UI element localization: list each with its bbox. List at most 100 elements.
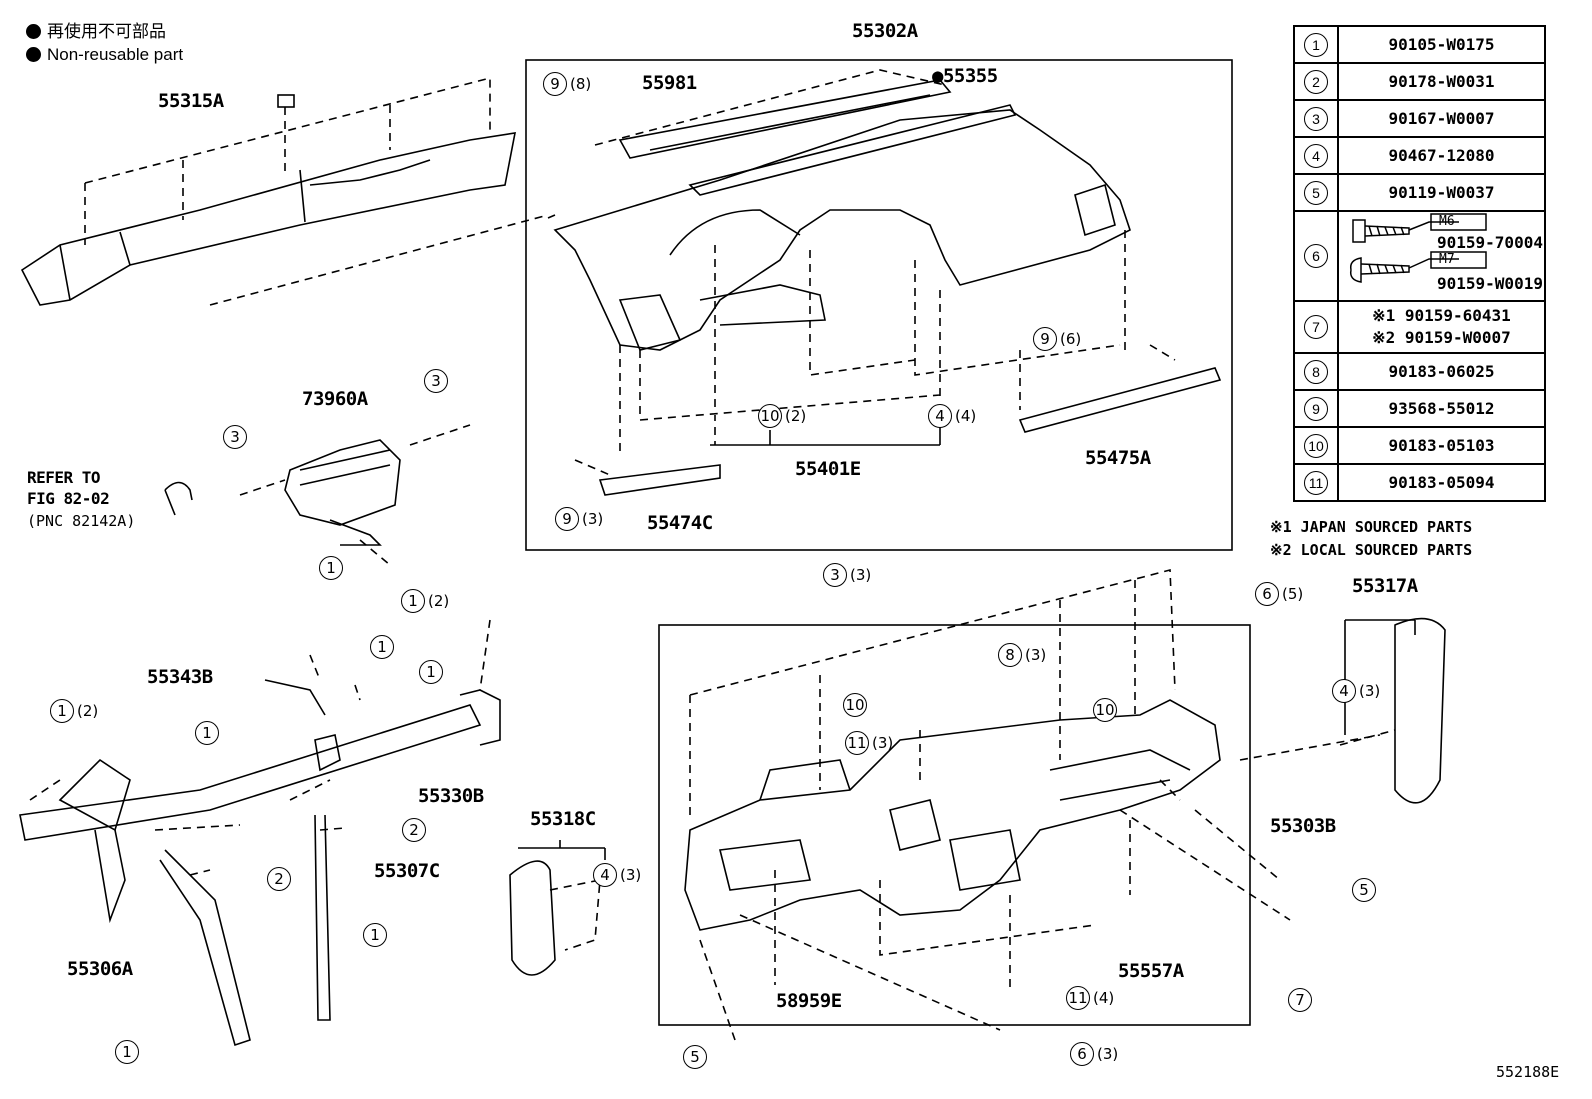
legend-row: 11 90183-05094 (1293, 463, 1546, 502)
callout-5-bottom: 5 (683, 1045, 707, 1069)
legend-key: 4 (1304, 143, 1328, 168)
callout-1-bolt: 1 (419, 660, 443, 684)
side-cover-55318C (509, 860, 556, 976)
refer-label-line3: (PNC 82142A) (27, 512, 136, 530)
legend-row: 2 90178-W0031 (1293, 62, 1546, 101)
note-non-reusable-en: Non-reusable part (26, 45, 183, 65)
side-cover-55317A (1394, 617, 1446, 804)
part-label-55557A: 55557A (1118, 960, 1184, 982)
callout-1-qty2-left: 1(2) (50, 699, 98, 723)
filled-dot-icon (26, 47, 41, 62)
callout-3-right: 3 (424, 369, 448, 393)
part-label-55306A: 55306A (67, 958, 133, 980)
upper-panel-box (525, 59, 1233, 551)
part-label-55401E: 55401E (795, 458, 861, 480)
legend-key: 10 (1304, 433, 1328, 458)
part-label-55315A: 55315A (158, 90, 224, 112)
refer-label-line1: REFER TO (27, 468, 101, 487)
legend-row: 5 90119-W0037 (1293, 173, 1546, 212)
legend-value-m7: 90159-W0019 (1437, 274, 1543, 293)
reinforcement-55330B (19, 679, 501, 1047)
legend-row: 10 90183-05103 (1293, 426, 1546, 465)
callout-1-support: 1 (195, 721, 219, 745)
legend-value: 90183-05094 (1337, 463, 1546, 502)
callout-11-qty4: 11(4) (1066, 986, 1114, 1010)
legend-key: 5 (1304, 180, 1328, 205)
part-label-55343B: 55343B (147, 666, 213, 688)
callout-1-bottom: 1 (115, 1040, 139, 1064)
filled-dot-icon (26, 24, 41, 39)
refer-label-line2: FIG 82-02 (27, 489, 110, 508)
callout-3-left: 3 (223, 425, 247, 449)
legend-key: 6 (1304, 244, 1328, 268)
strip-55474C (598, 464, 721, 496)
footnote-local: ※2 LOCAL SOURCED PARTS (1270, 541, 1473, 559)
panel-55981 (618, 79, 952, 159)
bolt-icon (1349, 213, 1487, 283)
legend-row: 1 90105-W0175 (1293, 25, 1546, 64)
legend-key: 2 (1304, 69, 1328, 94)
callout-1-qty2-top: 1(2) (401, 589, 449, 613)
part-label-55981: 55981 (642, 72, 697, 94)
callout-4-qty4: 4(4) (928, 404, 976, 428)
callout-11-qty3: 11(3) (845, 731, 893, 755)
part-label-55317A: 55317A (1352, 575, 1418, 597)
legend-value: 90467-12080 (1337, 136, 1546, 175)
dashboard-lower-55303B (684, 699, 1221, 931)
legend-m7: M7 (1439, 252, 1455, 267)
part-label-55474C: 55474C (647, 512, 713, 534)
legend-m6: M6 (1439, 214, 1455, 229)
callout-8-qty3: 8(3) (998, 643, 1046, 667)
legend-value: 90105-W0175 (1337, 25, 1546, 64)
callout-4-qty3-right: 4(3) (1332, 679, 1380, 703)
legend-key: 3 (1304, 106, 1328, 131)
reinforcement-55315A (20, 94, 517, 306)
callout-7: 7 (1288, 988, 1312, 1012)
callout-1-airbag: 1 (319, 556, 343, 580)
legend-row: 7 ※1 90159-60431 ※2 90159-W0007 (1293, 300, 1546, 354)
callout-1-brace: 1 (363, 923, 387, 947)
callout-6-qty5: 6(5) (1255, 582, 1303, 606)
callout-3-qty3: 3(3) (823, 563, 871, 587)
callout-2-right: 2 (402, 818, 426, 842)
legend-key: 11 (1304, 470, 1328, 495)
lower-panel-box (658, 624, 1251, 1026)
footnote-japan: ※1 JAPAN SOURCED PARTS (1270, 518, 1473, 536)
legend-row: 9 93568-55012 (1293, 389, 1546, 428)
callout-9-qty6: 9(6) (1033, 327, 1081, 351)
legend-row: 4 90467-12080 (1293, 136, 1546, 175)
note-non-reusable-jp: 再使用不可部品 (26, 22, 166, 42)
legend-value-m6: 90159-70004 (1437, 233, 1543, 252)
legend-value: 90178-W0031 (1337, 62, 1546, 101)
legend-value: 93568-55012 (1337, 389, 1546, 428)
part-label-73960A: 73960A (302, 388, 368, 410)
legend-value-local: ※2 90159-W0007 (1372, 328, 1511, 347)
callout-10-right: 10 (1093, 698, 1117, 722)
legend-key: 8 (1304, 359, 1328, 384)
legend-row: 6 M6 M7 90159-70004 90159-W0019 (1293, 210, 1546, 302)
part-label-55303B: 55303B (1270, 815, 1336, 837)
part-label-55318C: 55318C (530, 808, 596, 830)
callout-4-qty3-left: 4(3) (593, 863, 641, 887)
part-label-58959E: 58959E (776, 990, 842, 1012)
callout-9-qty8: 9(8) (543, 72, 591, 96)
dashboard-upper-55302A (553, 79, 1131, 351)
legend-key: 9 (1304, 396, 1328, 421)
callout-10-left: 10 (843, 693, 867, 717)
callout-2-left: 2 (267, 867, 291, 891)
legend-value: 90183-05103 (1337, 426, 1546, 465)
part-label-55475A: 55475A (1085, 447, 1151, 469)
legend-key: 7 (1304, 315, 1328, 339)
legend-value-japan: ※1 90159-60431 (1372, 306, 1511, 325)
legend-value: 90119-W0037 (1337, 173, 1546, 212)
strip-55475A (1018, 367, 1222, 433)
diagram-id: 552188E (1496, 1063, 1560, 1081)
part-label-55302A: 55302A (852, 20, 918, 42)
callout-9-qty3: 9(3) (555, 507, 603, 531)
legend-key: 1 (1304, 32, 1328, 57)
callout-10-qty2: 10(2) (758, 404, 806, 428)
